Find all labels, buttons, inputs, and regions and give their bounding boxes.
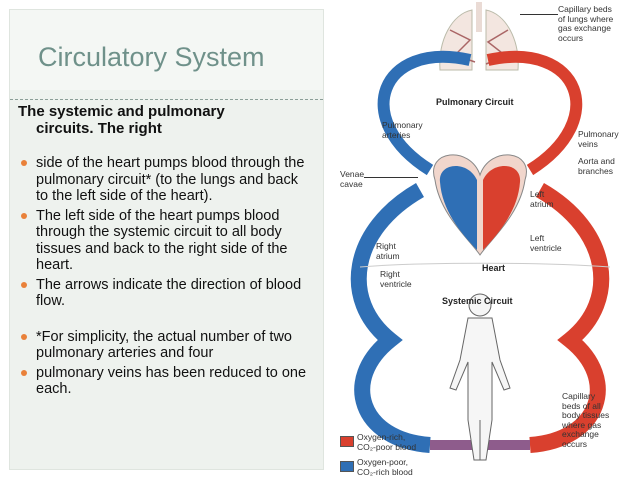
label-right-atrium: Right atrium [376,241,400,261]
bullet-dot-icon [21,212,27,219]
label-aorta: Aorta and branches [578,156,615,176]
bullet-text: *For simplicity, the actual number of tw… [36,328,292,362]
bullet-list: side of the heart pumps blood through th… [18,155,308,398]
label-systemic-circuit: Systemic Circuit [442,296,513,306]
label-heart: Heart [482,263,506,273]
bullet-dot-icon [21,369,27,376]
heart-left-side [483,165,521,250]
slide-text-panel: Circulatory System [9,9,324,470]
pulmonary-artery-loop [377,50,472,176]
label-capillary-lungs: Capillary beds of lungs where gas exchan… [558,4,614,43]
label-venae-cavae: Venae cavae [340,169,365,189]
systemic-vein-loop [350,183,431,453]
bullet-item: side of the heart pumps blood through th… [18,155,308,205]
bullet-item: *For simplicity, the actual number of tw… [18,329,308,362]
label-right-ventricle: Right ventricle [380,269,412,289]
bullet-text: The left side of the heart pumps blood t… [36,207,288,274]
legend-label-oxygen-rich: Oxygen-rich, CO₂-poor blood [357,432,417,452]
bullet-dot-icon [21,333,27,340]
bullet-dot-icon [21,281,27,288]
legend-swatch-oxygen-rich [340,436,354,447]
label-pulmonary-veins: Pulmonary veins [578,129,619,149]
slide-content: The systemic and pulmonary circuits. The… [18,103,308,398]
pulmonary-vein-loop [486,50,583,176]
label-pulmonary-circuit: Pulmonary Circuit [436,97,514,107]
label-capillary-body: Capillary beds of all body tissues where… [562,391,610,449]
bullet-item: The arrows indicate the direction of blo… [18,277,308,310]
slide-title: Circulatory System [38,42,265,72]
bullet-text: pulmonary veins has been reduced to one … [36,364,307,398]
circulatory-diagram: Capillary beds of lungs where gas exchan… [320,0,638,479]
bullet-text: The arrows indicate the direction of blo… [36,276,302,310]
circulation-illustration [350,2,611,461]
title-divider [10,99,323,100]
label-left-ventricle: Left ventricle [530,233,562,253]
lead-text: The systemic and pulmonary circuits. The… [18,103,308,137]
bullet-item: The left side of the heart pumps blood t… [18,208,308,274]
title-box: Circulatory System [10,10,323,90]
label-left-atrium: Left atrium [530,189,554,209]
heart-right-side [439,165,477,250]
circuit-divider [359,262,611,268]
bullet-item: pulmonary veins has been reduced to one … [18,365,308,398]
trachea [476,2,482,32]
leader-capillary-lungs [520,14,558,15]
legend-label-oxygen-poor: Oxygen-poor, CO₂-rich blood [357,457,413,477]
bullet-text: side of the heart pumps blood through th… [36,155,305,204]
systemic-artery-loop [529,183,610,453]
lead-line-1: The systemic and pulmonary [18,103,225,120]
leader-venae-cavae [364,177,418,178]
legend-swatch-oxygen-poor [340,461,354,472]
bullet-dot-icon [21,160,27,166]
body-head [468,293,492,317]
label-pulmonary-arteries: Pulmonary arteries [382,120,423,140]
lead-line-2: circuits. The right [36,120,162,137]
body-silhouette [449,317,511,461]
